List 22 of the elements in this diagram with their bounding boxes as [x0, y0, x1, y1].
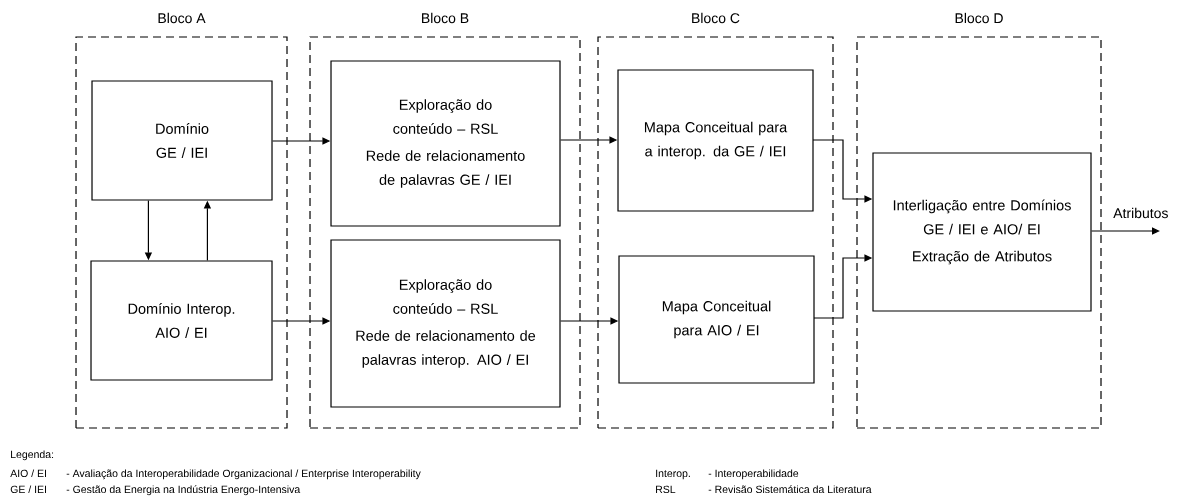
node-label: Bloco D [955, 12, 1003, 24]
abbreviation-definition: - Avaliação da Interoperabilidade Organizacional / Enterprise Interoperability [66, 469, 421, 480]
abbreviation: AIO / EI [10, 469, 46, 478]
node-label: Bloco C [692, 12, 740, 24]
arrow [1091, 227, 1160, 235]
process-box: Mapa Conceitual para AIO / EI [618, 255, 815, 384]
abbreviation-definition: - Revisão Sistemática da Literatura [708, 485, 872, 494]
abbreviation: Interop. [656, 469, 690, 480]
node-label: Bloco B [422, 12, 469, 24]
abbreviation-definition: - Gestão da Energia na Indústria Energo-Intensiva [66, 485, 301, 496]
abbreviation: GE / IEI [10, 485, 46, 494]
legend-heading: Legenda: [11, 450, 54, 461]
process-box: Domínio GE / IEI [91, 80, 273, 201]
edge-label: Atributos [1113, 207, 1168, 219]
process-box: Interligação entre Domínios GE / IEI e AIO/ EI Extração de Atributos [872, 152, 1092, 312]
process-box: Exploração do conteúdo – RSL Rede de relacionamento de palavras GE / IEI [330, 60, 561, 227]
abbreviation-definition: - Interoperabilidade [708, 469, 799, 480]
process-box: Mapa Conceitual para a interop. da GE / IEI [617, 69, 814, 212]
node-label: Bloco A [158, 12, 206, 24]
abbreviation: RSL [656, 485, 676, 494]
process-box: Exploração do conteúdo – RSL Rede de relacionamento de palavras interop. AIO / EI [330, 239, 561, 408]
process-box: Domínio Interop. AIO / EI [90, 260, 273, 381]
